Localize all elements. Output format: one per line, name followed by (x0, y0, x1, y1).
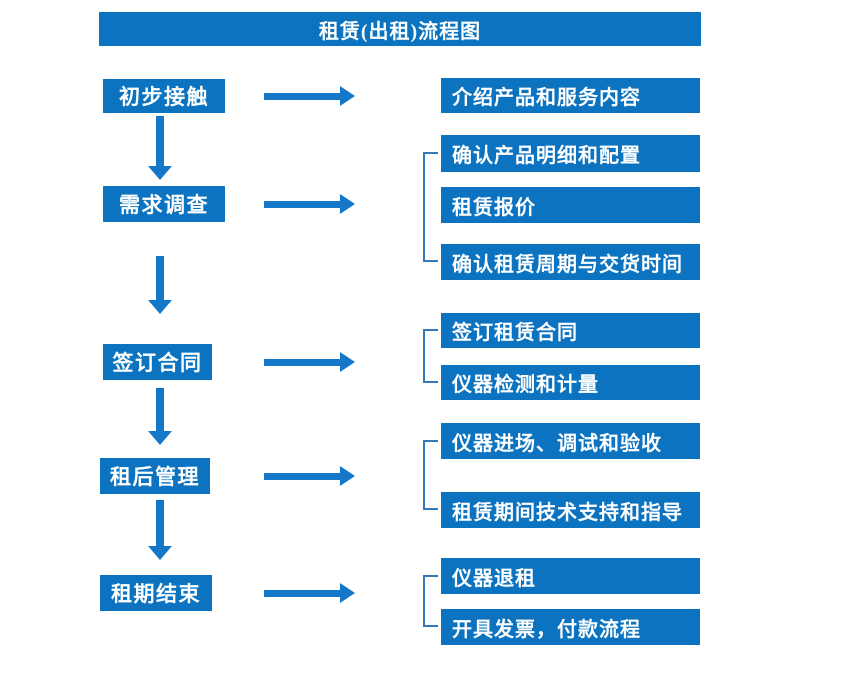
detail-box-rental-quotation: 租赁报价 (441, 187, 700, 223)
right-arrow-head-icon (340, 352, 355, 372)
right-arrow-head-icon (340, 86, 355, 106)
detail-box-sign-rental-contract: 签订租赁合同 (441, 313, 700, 348)
right-arrow-head-icon (340, 466, 355, 486)
step-box-demand-survey: 需求调查 (103, 186, 225, 222)
right-arrow-head-icon (340, 194, 355, 214)
down-arrow-head-icon (148, 431, 172, 445)
step-box-sign-contract: 签订合同 (103, 344, 212, 380)
step-box-rental-end: 租期结束 (100, 575, 212, 611)
group-bracket (423, 152, 438, 262)
detail-box-invoice-payment: 开具发票，付款流程 (441, 609, 700, 645)
right-arrow-icon (264, 473, 340, 480)
down-arrow-head-icon (148, 300, 172, 314)
down-arrow-head-icon (148, 166, 172, 180)
detail-box-introduce-products: 介绍产品和服务内容 (441, 78, 700, 113)
down-arrow-icon (156, 256, 164, 300)
detail-box-technical-support: 租赁期间技术支持和指导 (441, 492, 700, 528)
down-arrow-icon (156, 388, 164, 431)
detail-box-confirm-period-delivery: 确认租赁周期与交货时间 (441, 244, 700, 280)
group-bracket (423, 440, 438, 510)
down-arrow-icon (156, 500, 164, 546)
right-arrow-icon (264, 201, 340, 208)
step-box-post-rental-management: 租后管理 (100, 458, 210, 494)
group-bracket (423, 575, 438, 627)
right-arrow-icon (264, 93, 340, 100)
right-arrow-head-icon (340, 583, 355, 603)
detail-box-confirm-product-config: 确认产品明细和配置 (441, 135, 700, 172)
down-arrow-head-icon (148, 546, 172, 560)
detail-box-instrument-inspection: 仪器检测和计量 (441, 365, 700, 400)
group-bracket (423, 329, 438, 383)
down-arrow-icon (156, 116, 164, 166)
right-arrow-icon (264, 359, 340, 366)
step-box-initial-contact: 初步接触 (103, 79, 225, 113)
diagram-title: 租赁(出租)流程图 (99, 12, 701, 46)
detail-box-instrument-return: 仪器退租 (441, 558, 700, 594)
detail-box-instrument-setup-acceptance: 仪器进场、调试和验收 (441, 423, 700, 459)
right-arrow-icon (264, 590, 340, 597)
